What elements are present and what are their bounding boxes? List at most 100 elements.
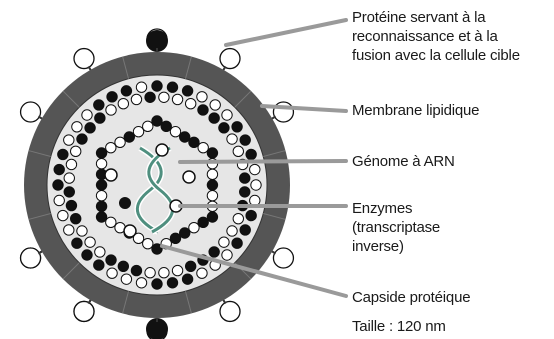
- capsid-dot: [170, 233, 180, 243]
- capsid-dot: [180, 132, 190, 142]
- matrix-dot: [85, 123, 95, 133]
- matrix-dot: [106, 255, 116, 265]
- capsid-dot: [96, 158, 106, 168]
- spike-open: [273, 248, 293, 268]
- matrix-dot: [210, 100, 220, 110]
- matrix-dot: [222, 250, 232, 260]
- capsid-dot: [152, 116, 162, 126]
- matrix-dot: [106, 105, 116, 115]
- matrix-dot: [172, 94, 182, 104]
- matrix-dot: [94, 100, 104, 110]
- matrix-dot: [131, 94, 141, 104]
- matrix-dot: [152, 81, 162, 91]
- label-proteine-line3: fusion avec la cellule cible: [352, 46, 520, 65]
- matrix-dot: [64, 187, 74, 197]
- matrix-dot: [85, 237, 95, 247]
- matrix-dot: [95, 247, 105, 257]
- label-proteine-line2: reconnaissance et à la: [352, 27, 520, 46]
- spike-open: [220, 301, 240, 321]
- matrix-dot: [219, 237, 229, 247]
- matrix-dot: [145, 92, 155, 102]
- capsid-dot: [180, 228, 190, 238]
- matrix-dot: [107, 92, 117, 102]
- matrix-dot: [136, 82, 146, 92]
- spike-open: [21, 102, 41, 122]
- label-capside: Capside protéique: [352, 288, 470, 307]
- matrix-dot: [233, 146, 243, 156]
- matrix-dot: [251, 180, 261, 190]
- capsid-dot: [115, 137, 125, 147]
- capsid-dot: [207, 148, 217, 158]
- label-proteine: Protéine servant à la reconnaissance et …: [352, 8, 520, 65]
- matrix-dot: [222, 110, 232, 120]
- spike-open: [74, 301, 94, 321]
- matrix-dot: [72, 122, 82, 132]
- capsid-dot: [207, 212, 217, 222]
- capsid-dot: [96, 201, 106, 211]
- capsid-dot: [96, 148, 106, 158]
- matrix-dot: [246, 210, 256, 220]
- capsid-dot: [161, 121, 171, 131]
- capsid-dot: [133, 126, 143, 136]
- matrix-dot: [167, 278, 177, 288]
- matrix-dot: [58, 210, 68, 220]
- matrix-dot: [66, 159, 76, 169]
- label-enzymes-line3: inverse): [352, 237, 440, 256]
- matrix-dot: [240, 173, 250, 183]
- capsid-dot: [207, 190, 217, 200]
- capsid-dot: [143, 238, 153, 248]
- matrix-dot: [70, 213, 80, 223]
- label-membrane: Membrane lipidique: [352, 101, 479, 120]
- capsid-dot: [198, 217, 208, 227]
- label-taille: Taille : 120 nm: [352, 317, 446, 336]
- capsid-dot: [143, 121, 153, 131]
- matrix-dot: [82, 250, 92, 260]
- label-genome: Génome à ARN: [352, 152, 455, 171]
- matrix-dot: [185, 261, 195, 271]
- matrix-dot: [54, 195, 64, 205]
- matrix-dot: [54, 164, 64, 174]
- capsid-dot: [106, 217, 116, 227]
- spike-open: [21, 248, 41, 268]
- capsid-dot: [198, 142, 208, 152]
- matrix-dot: [107, 268, 117, 278]
- matrix-dot: [209, 113, 219, 123]
- matrix-dot: [94, 260, 104, 270]
- capsid-dot: [96, 190, 106, 200]
- matrix-dot: [64, 225, 74, 235]
- capsid-dot: [124, 132, 134, 142]
- matrix-dot: [232, 122, 242, 132]
- matrix-dot: [209, 247, 219, 257]
- capsid-dot: [170, 126, 180, 136]
- matrix-dot: [77, 134, 87, 144]
- capsid-dot: [106, 142, 116, 152]
- spike-open: [220, 49, 240, 69]
- matrix-dot: [240, 135, 250, 145]
- matrix-dot: [233, 213, 243, 223]
- label-enzymes-line2: (transcriptase: [352, 218, 440, 237]
- matrix-dot: [246, 149, 256, 159]
- matrix-dot: [121, 86, 131, 96]
- matrix-dot: [197, 268, 207, 278]
- label-enzymes-line1: Enzymes: [352, 199, 440, 218]
- matrix-dot: [227, 226, 237, 236]
- matrix-dot: [131, 265, 141, 275]
- matrix-dot: [172, 265, 182, 275]
- label-proteine-line1: Protéine servant à la: [352, 8, 520, 27]
- matrix-dot: [227, 134, 237, 144]
- matrix-dot: [82, 110, 92, 120]
- matrix-dot: [64, 173, 74, 183]
- spike-open: [74, 49, 94, 69]
- matrix-dot: [64, 135, 74, 145]
- matrix-dot: [240, 225, 250, 235]
- matrix-dot: [53, 180, 63, 190]
- matrix-dot: [219, 123, 229, 133]
- label-enzymes: Enzymes (transcriptase inverse): [352, 199, 440, 256]
- capsid-dot: [207, 169, 217, 179]
- capsid-dot: [207, 180, 217, 190]
- matrix-dot: [66, 200, 76, 210]
- matrix-dot: [167, 82, 177, 92]
- matrix-dot: [240, 187, 250, 197]
- matrix-dot: [121, 274, 131, 284]
- matrix-dot: [136, 278, 146, 288]
